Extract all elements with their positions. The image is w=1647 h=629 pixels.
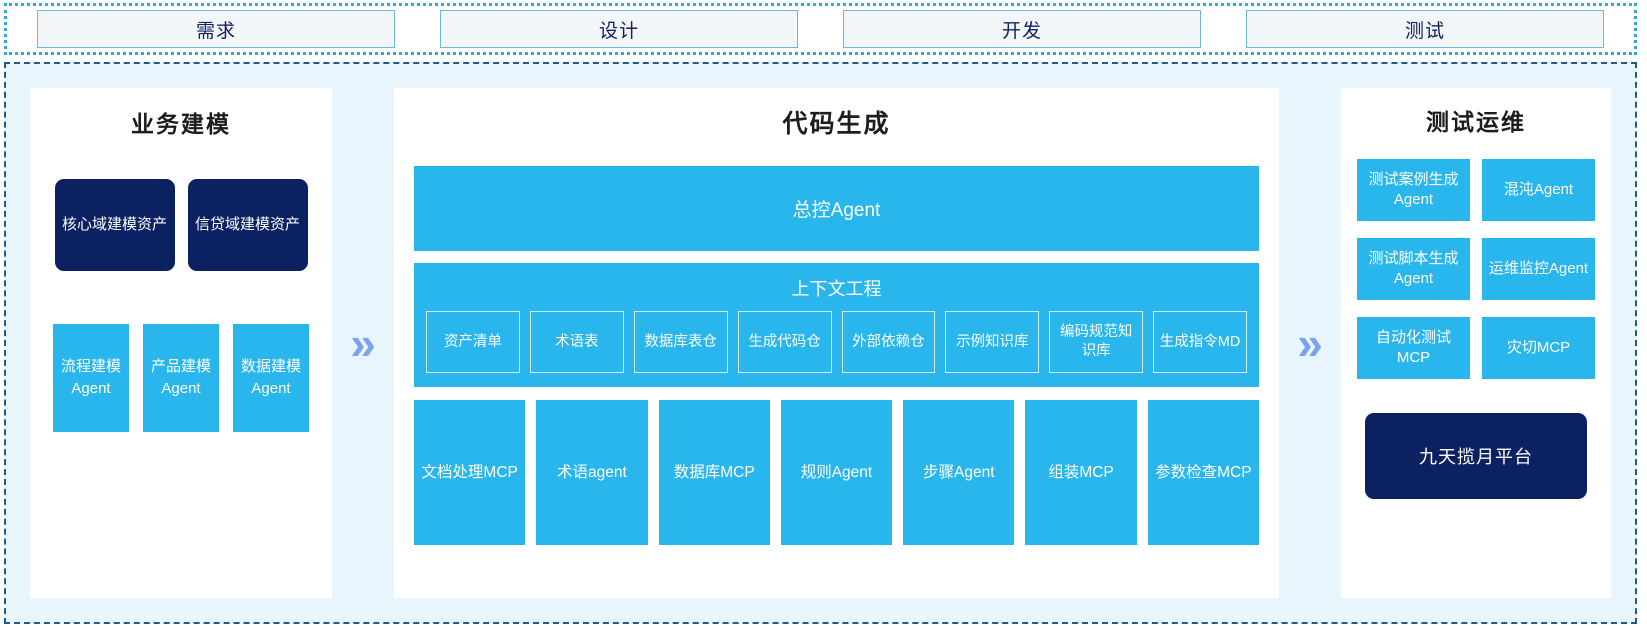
context-engineering-block: 上下文工程 资产清单 术语表 数据库表仓 生成代码仓 外部依赖仓 示例知识库 编… [414, 263, 1259, 387]
card-label: 混沌Agent [1503, 180, 1574, 198]
context-item-label: 生成指令MD [1159, 333, 1241, 350]
stage-tab-label: 测试 [1404, 20, 1445, 42]
business-asset-card-row: 核心域建模资产 信贷域建模资产 [48, 179, 314, 271]
card-product-modeling-agent[interactable]: 产品建模Agent [143, 324, 219, 432]
card-jiutian-lanyue-platform[interactable]: 九天揽月平台 [1365, 413, 1587, 499]
card-chaos-agent[interactable]: 混沌Agent [1482, 159, 1595, 221]
context-engineering-item-row: 资产清单 术语表 数据库表仓 生成代码仓 外部依赖仓 示例知识库 编码规范知识库… [426, 311, 1247, 373]
card-label: 测试脚本生成Agent [1368, 249, 1459, 287]
panel-title-business-modeling: 业务建模 [131, 111, 231, 137]
stage-tab-label: 开发 [1001, 20, 1042, 42]
stage-tab-development[interactable]: 开发 [843, 10, 1201, 48]
card-credit-domain-asset[interactable]: 信贷域建模资产 [187, 179, 308, 271]
card-label: 测试案例生成Agent [1368, 170, 1459, 208]
stage-tab-requirements[interactable]: 需求 [37, 10, 395, 48]
card-label: 文档处理MCP [421, 463, 518, 481]
card-disaster-switch-mcp[interactable]: 灾切MCP [1482, 317, 1595, 379]
card-label: 信贷域建模资产 [194, 215, 300, 233]
card-label: 流程建模Agent [60, 357, 121, 398]
card-label: 灾切MCP [1506, 338, 1571, 356]
card-label: 术语agent [557, 463, 627, 481]
double-chevron-right-icon: » [332, 64, 394, 622]
card-ops-monitoring-agent[interactable]: 运维监控Agent [1482, 238, 1595, 300]
card-label: 数据库MCP [673, 463, 755, 481]
double-chevron-right-icon: » [1279, 64, 1341, 622]
panel-title-test-operations: 测试运维 [1426, 109, 1526, 135]
card-core-domain-asset[interactable]: 核心域建模资产 [54, 179, 175, 271]
stage-strip: 需求 设计 开发 测试 [4, 3, 1637, 55]
card-test-case-generation-agent[interactable]: 测试案例生成Agent [1357, 159, 1470, 221]
context-item-label: 编码规范知识库 [1059, 324, 1133, 359]
double-chevron-glyph: » [350, 317, 376, 369]
card-label: 核心域建模资产 [61, 215, 167, 233]
card-data-modeling-agent[interactable]: 数据建模Agent [233, 324, 309, 432]
panel-title-code-generation: 代码生成 [782, 110, 891, 138]
architecture-canvas: 业务建模 核心域建模资产 信贷域建模资产 流程建模Agent 产品建模Agent… [4, 62, 1637, 624]
stage-tab-design[interactable]: 设计 [440, 10, 798, 48]
card-label: 规则Agent [800, 463, 873, 481]
context-item-label: 术语表 [555, 333, 599, 350]
context-item-generation-instruction-md[interactable]: 生成指令MD [1153, 311, 1247, 373]
card-assembly-mcp[interactable]: 组装MCP [1025, 400, 1137, 545]
card-label: 组装MCP [1048, 463, 1114, 481]
card-label: 数据建模Agent [240, 357, 301, 398]
code-generation-tool-row: 文档处理MCP 术语agent 数据库MCP 规则Agent 步骤Agent 组… [414, 400, 1259, 545]
context-item-generated-code-repo[interactable]: 生成代码仓 [737, 311, 832, 373]
context-item-label: 数据库表仓 [644, 333, 717, 350]
card-step-agent[interactable]: 步骤Agent [903, 400, 1015, 545]
card-label: 九天揽月平台 [1419, 447, 1533, 467]
context-item-external-dependency-repo[interactable]: 外部依赖仓 [841, 311, 936, 373]
card-label: 总控Agent [792, 200, 881, 221]
stage-tab-label: 需求 [195, 20, 236, 42]
card-document-processing-mcp[interactable]: 文档处理MCP [414, 400, 526, 545]
context-item-asset-inventory[interactable]: 资产清单 [426, 311, 520, 373]
card-process-modeling-agent[interactable]: 流程建模Agent [53, 324, 129, 432]
panel-test-operations: 测试运维 测试案例生成Agent 混沌Agent 测试脚本生成Agent 运维监… [1341, 88, 1611, 598]
card-glossary-agent[interactable]: 术语agent [536, 400, 648, 545]
context-item-coding-standard-knowledge-base[interactable]: 编码规范知识库 [1049, 311, 1144, 373]
card-label: 产品建模Agent [150, 357, 211, 398]
card-test-script-generation-agent[interactable]: 测试脚本生成Agent [1357, 238, 1470, 300]
card-label: 参数检查MCP [1155, 463, 1252, 481]
context-item-label: 示例知识库 [956, 333, 1029, 350]
card-master-control-agent[interactable]: 总控Agent [414, 166, 1259, 251]
context-item-label: 生成代码仓 [748, 333, 821, 350]
panel-code-generation: 代码生成 总控Agent 上下文工程 资产清单 术语表 数据库表仓 生成代码仓 … [394, 88, 1279, 598]
card-parameter-check-mcp[interactable]: 参数检查MCP [1147, 400, 1259, 545]
context-item-label: 资产清单 [443, 333, 502, 350]
card-automated-test-mcp[interactable]: 自动化测试MCP [1357, 317, 1470, 379]
test-operations-card-grid: 测试案例生成Agent 混沌Agent 测试脚本生成Agent 运维监控Agen… [1357, 159, 1595, 379]
context-item-example-knowledge-base[interactable]: 示例知识库 [945, 311, 1040, 373]
stage-tab-label: 设计 [598, 20, 639, 42]
context-item-glossary[interactable]: 术语表 [529, 311, 624, 373]
card-database-mcp[interactable]: 数据库MCP [658, 400, 770, 545]
business-agent-card-row: 流程建模Agent 产品建模Agent 数据建模Agent [48, 324, 314, 432]
panel-business-modeling: 业务建模 核心域建模资产 信贷域建模资产 流程建模Agent 产品建模Agent… [30, 88, 332, 598]
double-chevron-glyph: » [1297, 317, 1323, 369]
card-label: 运维监控Agent [1488, 259, 1589, 277]
stage-tab-row: 需求 设计 开发 测试 [7, 6, 1634, 52]
context-item-db-table-repo[interactable]: 数据库表仓 [633, 311, 728, 373]
stage-tab-testing[interactable]: 测试 [1246, 10, 1604, 48]
card-label: 步骤Agent [923, 463, 995, 481]
context-item-label: 外部依赖仓 [852, 333, 925, 350]
context-engineering-title: 上下文工程 [791, 279, 882, 299]
card-rule-agent[interactable]: 规则Agent [780, 400, 893, 545]
card-label: 自动化测试MCP [1375, 328, 1451, 366]
